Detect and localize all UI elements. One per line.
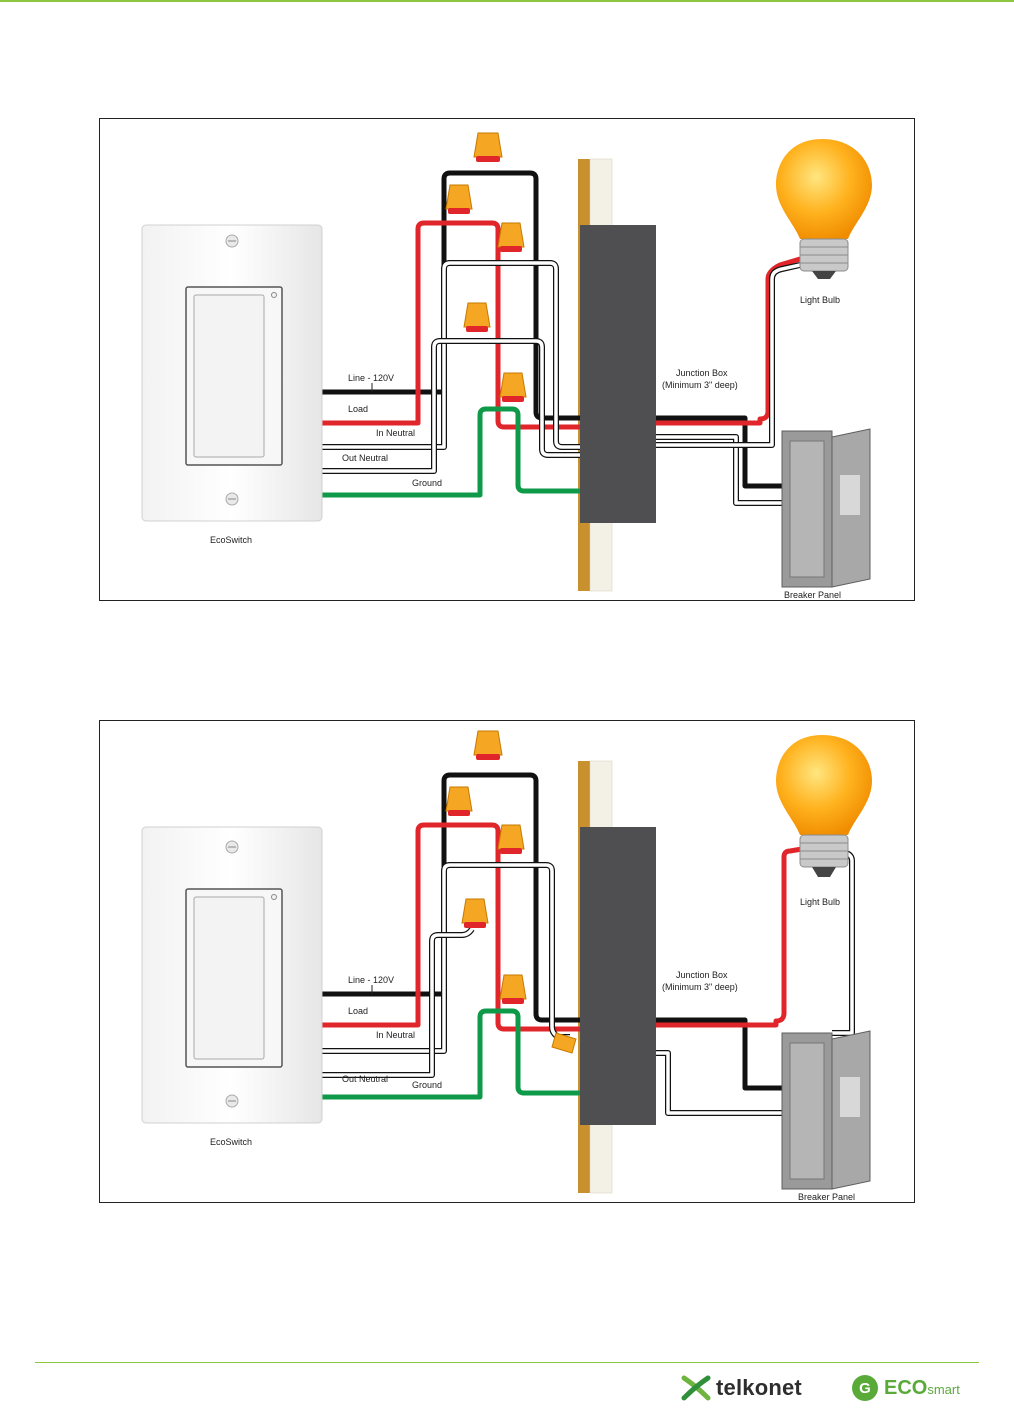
label-line: Line - 120V [348,975,394,985]
ecosmart-logo: G ECOsmart [852,1372,960,1404]
telkonet-mark-icon [680,1372,712,1404]
wire-nut-2 [446,185,472,214]
ecosmart-suffix: smart [927,1382,960,1397]
breaker-panel [782,1031,870,1189]
label-ground: Ground [412,478,442,488]
label-load: Load [348,404,368,414]
label-in-neutral: In Neutral [376,428,415,438]
wire-load [322,223,800,427]
breaker-panel [782,429,870,587]
label-junction-box: Junction Box [676,970,728,980]
wire-nut-4 [464,303,490,332]
wire-nut-2 [446,787,472,816]
label-light-bulb: Light Bulb [800,897,840,907]
ecoswitch [142,225,322,521]
ecosmart-badge-icon: G [852,1375,878,1401]
wire-nut-5 [500,373,526,402]
wire-nut-3 [498,223,524,252]
telkonet-logo: telkonet [680,1370,802,1406]
label-out-neutral: Out Neutral [342,453,388,463]
wiring-diagram-1: Line - 120V Load In Neutral Out Neutral … [99,118,915,601]
label-load: Load [348,1006,368,1016]
wire-nut-3 [498,825,524,854]
wire-nut-5 [500,975,526,1004]
label-switch: EcoSwitch [210,535,252,545]
label-breaker-panel: Breaker Panel [784,590,841,600]
wire-nut-6 [552,1033,576,1053]
wire-load [322,825,802,1029]
label-switch: EcoSwitch [210,1137,252,1147]
label-light-bulb: Light Bulb [800,295,840,305]
label-out-neutral: Out Neutral [342,1074,388,1084]
wiring-diagram-2: Line - 120V Load In Neutral Out Neutral … [99,720,915,1203]
label-in-neutral: In Neutral [376,1030,415,1040]
label-junction-box-note: (Minimum 3" deep) [662,982,738,992]
label-ground: Ground [412,1080,442,1090]
ecosmart-main: ECO [884,1377,927,1399]
telkonet-wordmark: telkonet [716,1375,802,1401]
junction-box [580,827,656,1125]
label-junction-box: Junction Box [676,368,728,378]
label-line: Line - 120V [348,373,394,383]
wire-nut-1 [474,133,502,162]
ecoswitch [142,827,322,1123]
junction-box [580,225,656,523]
top-rule [0,0,1014,2]
wire-nut-1 [474,731,502,760]
bottom-rule [35,1362,979,1363]
label-junction-box-note: (Minimum 3" deep) [662,380,738,390]
wire-nut-4 [462,899,488,928]
light-bulb [776,735,872,877]
label-breaker-panel: Breaker Panel [798,1192,855,1202]
light-bulb [776,139,872,279]
